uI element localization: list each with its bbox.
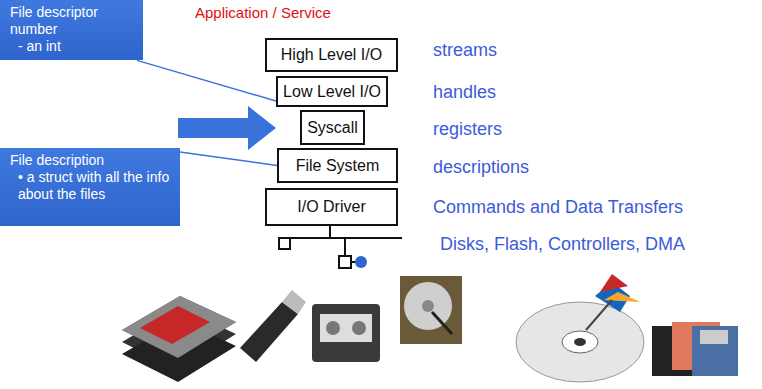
layer-box: I/O Driver — [265, 188, 398, 226]
layer-box: High Level I/O — [265, 38, 398, 72]
layer-name: File System — [296, 157, 380, 175]
layer-annotation: descriptions — [433, 157, 529, 178]
floppy-disks — [652, 322, 738, 376]
ssd-drives — [122, 296, 236, 382]
callout-body: - an int — [10, 38, 135, 55]
layer-annotation: handles — [433, 82, 496, 103]
device-dot — [355, 256, 367, 268]
layer-name: Syscall — [307, 119, 358, 137]
layer-name: I/O Driver — [297, 198, 365, 216]
leader-line — [180, 152, 277, 166]
layer-name: Low Level I/O — [283, 83, 381, 101]
callout-heading: File descriptor number — [10, 4, 135, 38]
callout-body: • a struct with all the info about the f… — [10, 169, 172, 203]
disk-anatomy — [516, 274, 644, 382]
layer-box: File System — [277, 148, 398, 183]
callout-box: File description• a struct with all the … — [0, 148, 180, 226]
pointer-arrow — [178, 106, 276, 150]
bus-wiring — [279, 226, 402, 268]
layer-heading: Application / Service — [195, 4, 331, 21]
layer-annotation: Commands and Data Transfers — [433, 197, 683, 218]
hard-disk — [400, 276, 462, 344]
usb-stick — [240, 290, 306, 362]
layer-box: Low Level I/O — [276, 76, 388, 107]
layer-annotation: registers — [433, 119, 502, 140]
layer-name: High Level I/O — [281, 46, 382, 64]
callout-box: File descriptor number- an int — [0, 0, 143, 60]
leader-line — [137, 60, 276, 101]
layer-annotation: Disks, Flash, Controllers, DMA — [440, 234, 685, 255]
layer-box: Syscall — [300, 110, 365, 145]
layer-annotation: streams — [433, 40, 497, 61]
callout-heading: File description — [10, 152, 172, 169]
cassette-tape — [312, 304, 380, 362]
